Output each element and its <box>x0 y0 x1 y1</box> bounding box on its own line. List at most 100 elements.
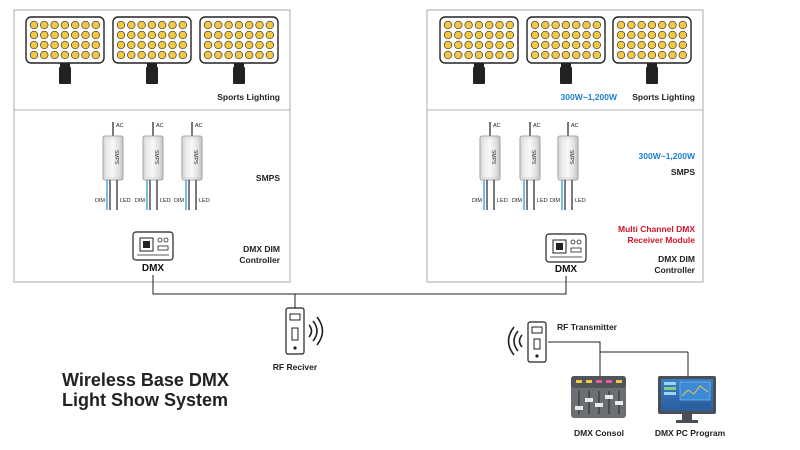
dim-label: DIM <box>174 198 185 204</box>
led-icon <box>582 50 591 60</box>
led-icon <box>40 40 49 50</box>
led-icon <box>658 50 667 60</box>
rf-receiver-label: RF Reciver <box>273 362 318 372</box>
led-icon <box>158 40 167 50</box>
led-icon <box>637 40 646 50</box>
diagram-title-line2: Light Show System <box>62 390 228 410</box>
led-icon <box>137 40 146 50</box>
mount-bracket-icon <box>473 67 485 84</box>
led-icon <box>541 20 550 30</box>
led-icon <box>658 20 667 30</box>
led-icon <box>678 40 687 50</box>
led-icon <box>168 30 177 40</box>
led-icon <box>647 30 657 40</box>
led-icon <box>668 50 677 60</box>
led-icon <box>495 20 504 30</box>
receiver-module-label-line2: Receiver Module <box>627 235 695 245</box>
led-icon <box>541 40 550 50</box>
smps-body-label: SMPS <box>113 150 119 165</box>
rf-receiver-device <box>285 307 324 355</box>
led-icon <box>168 40 177 50</box>
led-icon <box>551 30 560 40</box>
right-dmx-controller-chip <box>545 233 587 263</box>
led-icon <box>561 30 571 40</box>
led-icon <box>658 30 667 40</box>
led-icon <box>505 50 514 60</box>
mount-bracket-icon <box>146 67 158 84</box>
led-icon <box>530 30 540 40</box>
led-icon <box>178 50 187 60</box>
led-icon <box>454 40 463 50</box>
led-icon <box>454 30 463 40</box>
led-label: LED <box>120 198 131 204</box>
led-icon <box>561 20 571 30</box>
led-icon <box>116 30 126 40</box>
led-icon <box>116 40 126 50</box>
led-icon <box>50 30 59 40</box>
led-icon <box>234 50 244 60</box>
led-icon <box>443 20 453 30</box>
right-fixture-3 <box>612 16 692 84</box>
led-icon <box>443 40 453 50</box>
led-icon <box>234 40 244 50</box>
led-icon <box>627 20 636 30</box>
right-lighting-power-range: 300W~1,200W <box>561 92 618 102</box>
led-icon <box>158 30 167 40</box>
led-icon <box>592 40 601 50</box>
led-icon <box>505 20 514 30</box>
led-label: LED <box>575 198 586 204</box>
led-icon <box>40 50 49 60</box>
led-icon <box>582 40 591 50</box>
led-icon <box>572 20 581 30</box>
led-icon <box>137 30 146 40</box>
led-icon <box>224 20 233 30</box>
led-icon <box>647 20 657 30</box>
led-icon <box>616 30 626 40</box>
led-icon <box>29 40 39 50</box>
led-icon <box>60 20 70 30</box>
dmx-pc-label: DMX PC Program <box>655 428 726 438</box>
led-icon <box>29 30 39 40</box>
dim-label: DIM <box>550 198 561 204</box>
led-icon <box>71 30 80 40</box>
left-fixture-3 <box>199 16 279 84</box>
led-label: LED <box>497 198 508 204</box>
led-icon <box>50 20 59 30</box>
right-fixture-2 <box>526 16 606 84</box>
led-icon <box>485 40 494 50</box>
led-icon <box>485 20 494 30</box>
rf-transmitter-device <box>507 321 547 363</box>
led-icon <box>647 50 657 60</box>
led-icon <box>91 40 100 50</box>
dmx-console-device <box>571 376 626 418</box>
led-icon <box>668 20 677 30</box>
led-icon <box>91 20 100 30</box>
led-icon <box>454 50 463 60</box>
dim-label: DIM <box>512 198 523 204</box>
led-icon <box>627 50 636 60</box>
led-label: LED <box>537 198 548 204</box>
led-icon <box>561 50 571 60</box>
led-icon <box>178 20 187 30</box>
led-icon <box>678 50 687 60</box>
led-icon <box>443 30 453 40</box>
right-fixture-1 <box>439 16 519 84</box>
led-icon <box>474 40 484 50</box>
led-icon <box>616 20 626 30</box>
right-sports-light-fixtures <box>439 16 692 84</box>
led-icon <box>147 30 157 40</box>
mount-bracket-icon <box>59 67 71 84</box>
dmx-pc-device <box>658 376 716 423</box>
led-icon <box>203 50 213 60</box>
right-dmx-chip-label: DMX <box>555 264 578 275</box>
led-icon <box>464 50 473 60</box>
led-icon <box>551 40 560 50</box>
led-icon <box>245 20 254 30</box>
led-icon <box>168 50 177 60</box>
led-icon <box>234 20 244 30</box>
led-icon <box>178 40 187 50</box>
